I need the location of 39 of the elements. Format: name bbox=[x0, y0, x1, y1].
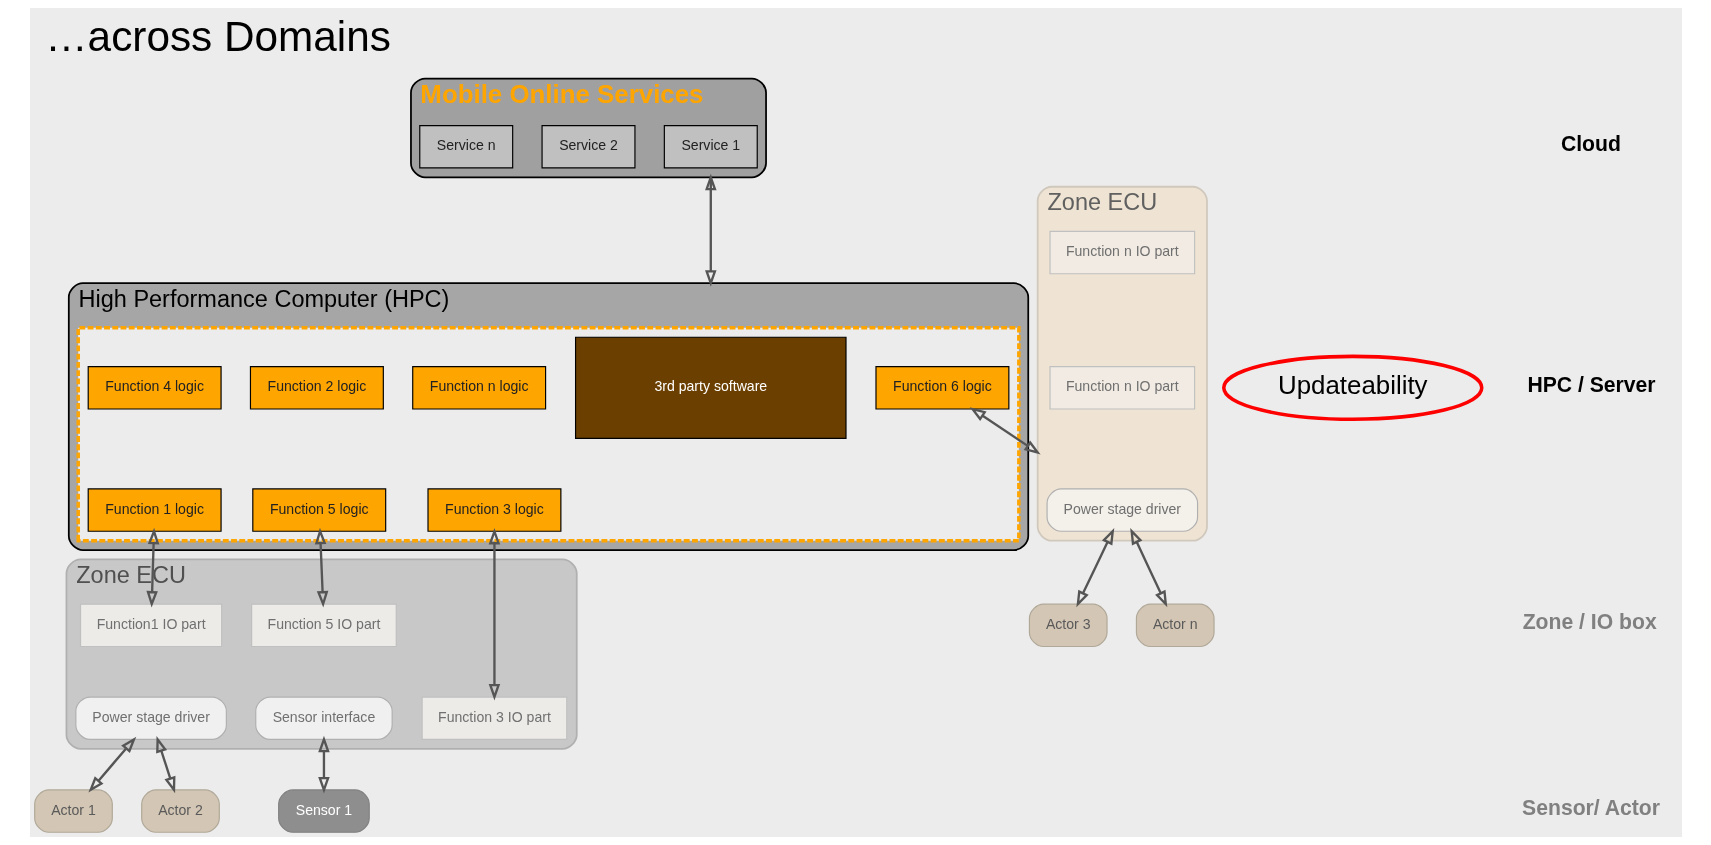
arrow bbox=[155, 736, 175, 794]
arrow bbox=[969, 407, 1041, 455]
label: HPC / Server bbox=[1526, 372, 1656, 396]
node-box: Sensor interface bbox=[254, 696, 393, 740]
node-box: Actor n bbox=[1135, 603, 1215, 648]
arrow bbox=[1075, 528, 1114, 608]
node-box: Sensor 1 bbox=[277, 789, 370, 833]
node-box: Actor 3 bbox=[1028, 603, 1108, 648]
node-box: Function 2 logic bbox=[249, 366, 384, 410]
node-box: Function 3 logic bbox=[426, 488, 561, 532]
node-box: Actor 1 bbox=[33, 789, 113, 833]
label: Cloud bbox=[1560, 131, 1621, 155]
node-box: Power stage driver bbox=[1046, 488, 1198, 532]
node-box: Service 1 bbox=[663, 125, 758, 169]
node-box: Function 3 IO part bbox=[421, 696, 567, 740]
arrow bbox=[314, 527, 328, 608]
node-box: Function n logic bbox=[411, 366, 546, 410]
node-box: 3rd party software bbox=[574, 336, 847, 439]
node-box: Function1 IO part bbox=[79, 603, 222, 648]
arrow bbox=[488, 527, 500, 701]
node-box: Function 5 logic bbox=[251, 488, 386, 532]
label: Zone / IO box bbox=[1522, 610, 1657, 634]
node-box: Function 4 logic bbox=[87, 366, 222, 410]
arrow bbox=[87, 736, 136, 793]
node-box: Function 1 logic bbox=[87, 488, 222, 532]
node-box: Power stage driver bbox=[74, 696, 227, 740]
node-box: Function n IO part bbox=[1048, 230, 1195, 275]
arrow bbox=[704, 173, 717, 287]
node-box: Function 6 logic bbox=[874, 366, 1009, 410]
node-box: Actor 2 bbox=[140, 789, 220, 833]
node-ellipse: Updateability bbox=[1221, 354, 1484, 421]
diagram-title: …across Domains bbox=[44, 13, 391, 61]
node-box: Function n IO part bbox=[1048, 366, 1195, 410]
node-box: Function 5 IO part bbox=[250, 603, 397, 648]
arrow bbox=[1129, 528, 1167, 608]
node-box: Service 2 bbox=[540, 125, 636, 169]
label: Sensor/ Actor bbox=[1521, 796, 1660, 820]
arrow bbox=[317, 735, 330, 794]
node-box: Service n bbox=[418, 125, 513, 169]
